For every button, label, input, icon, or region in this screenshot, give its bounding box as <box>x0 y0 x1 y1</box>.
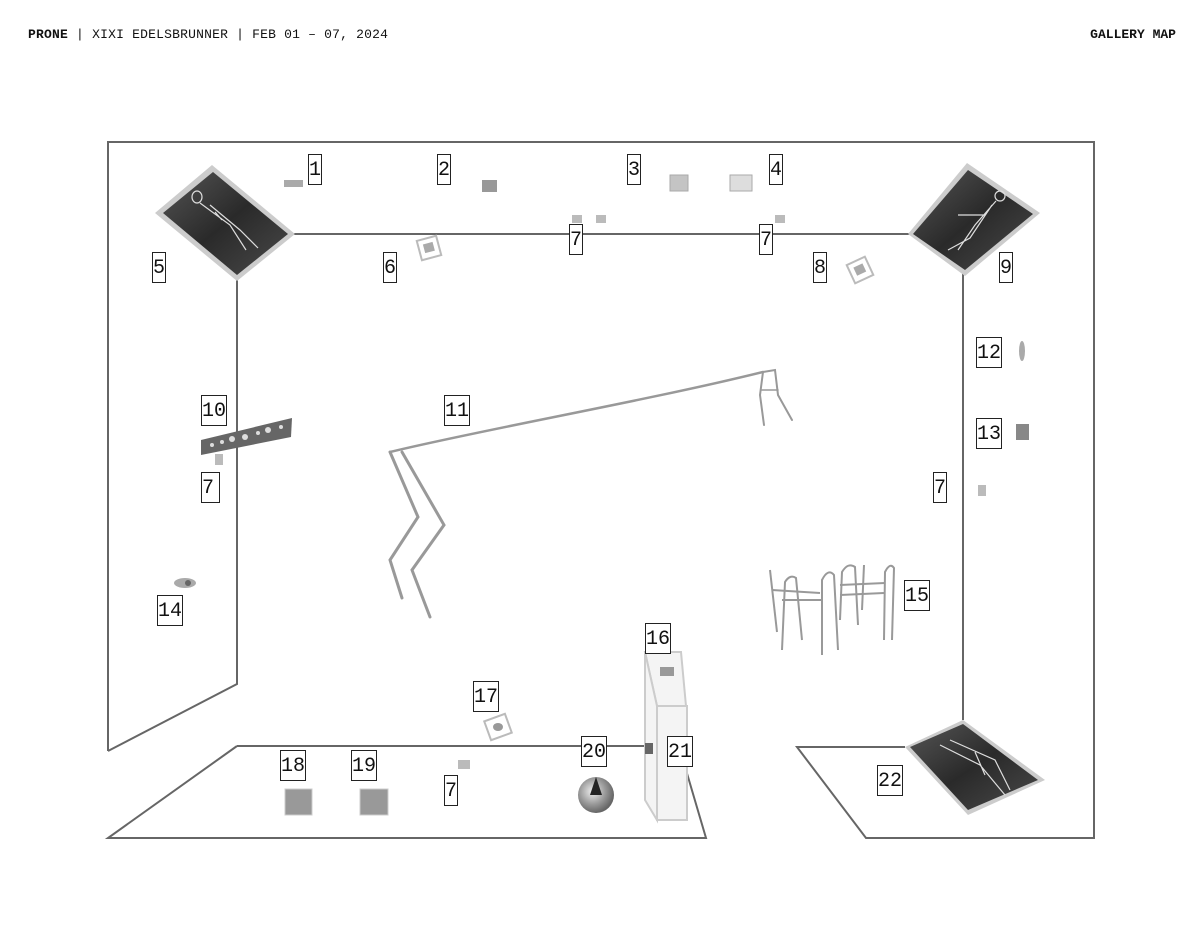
label-11[interactable]: 11 <box>444 395 471 426</box>
artwork-15-walkers[interactable] <box>769 564 896 655</box>
label-3[interactable]: 3 <box>627 154 642 185</box>
artist-name: XIXI EDELSBRUNNER <box>92 27 229 42</box>
label-7-top-left[interactable]: 7 <box>569 224 584 255</box>
label-17[interactable]: 17 <box>473 681 500 712</box>
label-13[interactable]: 13 <box>976 418 1003 449</box>
artwork-9-body-print[interactable] <box>908 163 1040 276</box>
artwork-7-small-works[interactable] <box>215 215 986 769</box>
artwork-8-box[interactable] <box>845 255 875 285</box>
artwork-16[interactable] <box>660 667 674 676</box>
label-7-top-right[interactable]: 7 <box>759 224 774 255</box>
artwork-14[interactable] <box>174 578 196 588</box>
label-7-left[interactable]: 7 <box>201 472 221 503</box>
separator: | <box>236 27 245 42</box>
outer-wall-top-left <box>107 141 1095 839</box>
label-20[interactable]: 20 <box>581 736 608 767</box>
artwork-6-box[interactable] <box>415 234 443 262</box>
label-14[interactable]: 14 <box>157 595 184 626</box>
artwork-4[interactable] <box>729 174 753 192</box>
gallery-map-title: GALLERY MAP <box>1090 27 1176 42</box>
separator: | <box>76 27 85 42</box>
artwork-12[interactable] <box>1019 341 1025 361</box>
exhibition-header: PRONE | XIXI EDELSBRUNNER | FEB 01 – 07,… <box>28 27 388 42</box>
label-22[interactable]: 22 <box>877 765 904 796</box>
exhibition-title: PRONE <box>28 27 69 42</box>
label-15[interactable]: 15 <box>904 580 931 611</box>
artwork-10-shelf[interactable] <box>201 418 292 455</box>
label-1[interactable]: 1 <box>308 154 323 185</box>
inner-wall-left <box>107 272 238 752</box>
label-10[interactable]: 10 <box>201 395 228 426</box>
label-2[interactable]: 2 <box>437 154 452 185</box>
label-7-right[interactable]: 7 <box>933 472 948 503</box>
artwork-2[interactable] <box>482 180 497 192</box>
artwork-22-body-print[interactable] <box>905 720 1045 815</box>
label-6[interactable]: 6 <box>383 252 398 283</box>
artwork-3[interactable] <box>669 174 689 192</box>
label-19[interactable]: 19 <box>351 750 378 781</box>
walls <box>104 141 1095 839</box>
disc-detail <box>590 777 602 795</box>
label-8[interactable]: 8 <box>813 252 828 283</box>
artwork-20-wall-piece[interactable] <box>645 743 653 754</box>
bottom-room-outline <box>104 745 708 839</box>
label-9[interactable]: 9 <box>999 252 1014 283</box>
artwork-1[interactable] <box>284 180 303 187</box>
artwork-5-body-print[interactable] <box>155 165 295 281</box>
artwork-17-box[interactable] <box>482 712 514 742</box>
artwork-13[interactable] <box>1016 424 1029 440</box>
label-16[interactable]: 16 <box>645 623 672 654</box>
label-7-bottom[interactable]: 7 <box>444 775 459 806</box>
artwork-19-floor-tile[interactable] <box>359 788 389 816</box>
exhibition-dates: FEB 01 – 07, 2024 <box>252 27 389 42</box>
label-5[interactable]: 5 <box>152 252 167 283</box>
label-21[interactable]: 21 <box>667 736 694 767</box>
artwork-18-floor-tile[interactable] <box>284 788 313 816</box>
artwork-11-walker[interactable] <box>388 368 793 619</box>
label-18[interactable]: 18 <box>280 750 307 781</box>
label-12[interactable]: 12 <box>976 337 1003 368</box>
label-4[interactable]: 4 <box>769 154 784 185</box>
